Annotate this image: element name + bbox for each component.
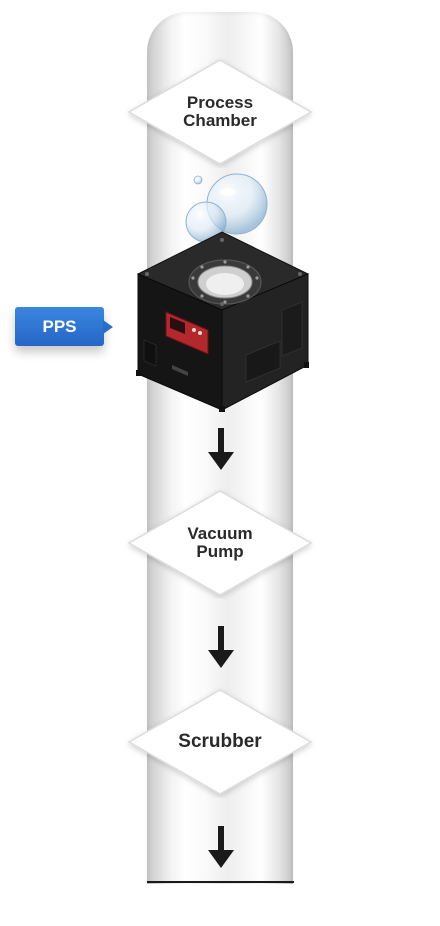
down-arrow-icon <box>208 428 234 470</box>
pps-tag: PPS <box>15 307 104 346</box>
vacuum-pump-node: Vacuum Pump <box>125 487 315 599</box>
scrubber-node: Scrubber <box>125 686 315 798</box>
vacuum-pump-label: Vacuum Pump <box>187 524 253 561</box>
process-chamber-label: Process Chamber <box>183 93 257 130</box>
scrubber-label: Scrubber <box>178 731 262 752</box>
pps-tag-pointer <box>103 320 113 334</box>
process-chamber-node: Process Chamber <box>125 56 315 168</box>
down-arrow-icon <box>208 626 234 668</box>
pipe-base-line <box>147 881 294 883</box>
pps-machine-icon <box>136 231 310 412</box>
down-arrow-icon <box>208 826 234 868</box>
bubble-icon <box>185 173 268 243</box>
